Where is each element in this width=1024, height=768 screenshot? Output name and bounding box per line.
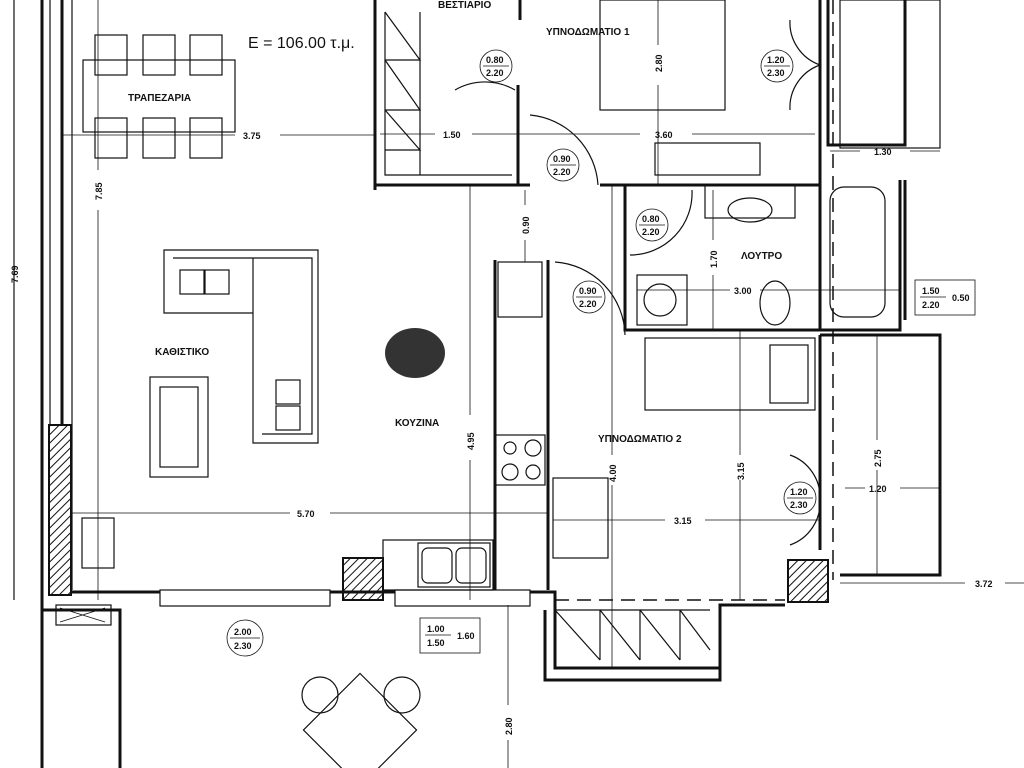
door-width: 1.20: [790, 487, 808, 497]
dim-label: 3.72: [975, 579, 993, 589]
door-height: 2.20: [553, 167, 571, 177]
dim-label: 4.00: [608, 464, 618, 482]
dim-label: 2.80: [654, 54, 664, 72]
stove: [494, 434, 546, 486]
dim-label: 1.70: [709, 250, 719, 268]
coffee-table: [149, 376, 209, 478]
door-swings: [454, 19, 822, 546]
window-height: 1.50: [427, 638, 445, 648]
corner-sofa: [163, 249, 319, 444]
area-label: E = 106.00 τ.μ.: [248, 35, 355, 52]
window-width: 1.00: [427, 624, 445, 634]
desk: [552, 477, 609, 559]
room-label-bathroom: ΛΟΥΤΡΟ: [741, 251, 782, 262]
door-width: 0.80: [486, 55, 504, 65]
door-width: 2.00: [234, 627, 252, 637]
door-tags: [226, 49, 976, 657]
round-table: [385, 328, 445, 378]
dimension-labels: 3.75 1.50 3.60 1.30 7.85 7.69 2.80 0.90 …: [10, 54, 993, 735]
dim-label: 1.30: [874, 147, 892, 157]
door-height: 2.20: [579, 299, 597, 309]
room-label-bedroom-1: ΥΠΝΟΔΩΜΑΤΙΟ 1: [546, 27, 630, 38]
bed-1: [599, 0, 726, 111]
dim-label: 3.15: [736, 462, 746, 480]
window-width: 1.50: [922, 286, 940, 296]
door-height: 2.20: [642, 227, 660, 237]
dresser: [654, 142, 761, 176]
dim-label: 1.50: [443, 130, 461, 140]
dim-label: 2.80: [504, 717, 514, 735]
door-tag-labels: 0.80 2.20 0.90 2.20 0.80 2.20 0.90 2.20 …: [234, 55, 970, 651]
column-hatched: [48, 424, 72, 596]
furniture: [81, 0, 886, 768]
bathtub: [829, 186, 886, 318]
dim-label: 3.75: [243, 131, 261, 141]
dining-chairs: [94, 34, 223, 159]
dining-table: [82, 59, 236, 133]
window-sill: 1.60: [457, 631, 475, 641]
column-hatched: [787, 559, 829, 603]
column-hatched: [342, 557, 384, 601]
dim-label: 3.00: [734, 286, 752, 296]
door-height: 2.30: [767, 68, 785, 78]
door-height: 2.30: [234, 641, 252, 651]
door-width: 0.80: [642, 214, 660, 224]
bed-2: [644, 337, 816, 411]
dim-label: 3.15: [674, 516, 692, 526]
dim-label: 7.69: [10, 265, 20, 283]
door-width: 1.20: [767, 55, 785, 65]
washing-machine: [636, 274, 688, 326]
dim-label: 5.70: [297, 509, 315, 519]
dim-label: 7.85: [94, 182, 104, 200]
walls: [13, 0, 942, 768]
dim-label: 2.75: [873, 449, 883, 467]
door-height: 2.30: [790, 500, 808, 510]
balcony-table: [302, 672, 418, 768]
toilet: [759, 280, 791, 326]
window-sill: 0.50: [952, 293, 970, 303]
wash-basin: [727, 197, 773, 223]
room-labels: ΒΕΣΤΙΑΡΙΟ ΤΡΑΠΕΖΑΡΙΑ ΥΠΝΟΔΩΜΑΤΙΟ 1 ΛΟΥΤΡ…: [128, 0, 782, 445]
dim-label: 3.60: [655, 130, 673, 140]
room-label-bedroom-2: ΥΠΝΟΔΩΜΑΤΙΟ 2: [598, 434, 682, 445]
dim-label: 1.20: [869, 484, 887, 494]
room-label-living: ΚΑΘΙΣΤΙΚΟ: [155, 347, 209, 358]
door-width: 0.90: [579, 286, 597, 296]
kitchen-sink: [382, 539, 494, 591]
dim-label: 4.95: [466, 432, 476, 450]
door-height: 2.20: [486, 68, 504, 78]
kitchen-counter-top: [497, 261, 543, 318]
room-label-dining: ΤΡΑΠΕΖΑΡΙΑ: [128, 93, 191, 104]
dimension-lines: [62, 0, 1024, 768]
window-height: 2.20: [922, 300, 940, 310]
room-label-kitchen: ΚΟΥΖΙΝΑ: [395, 418, 439, 429]
door-width: 0.90: [553, 154, 571, 164]
room-label-wardrobe: ΒΕΣΤΙΑΡΙΟ: [438, 0, 491, 11]
dim-label: 0.90: [521, 216, 531, 234]
